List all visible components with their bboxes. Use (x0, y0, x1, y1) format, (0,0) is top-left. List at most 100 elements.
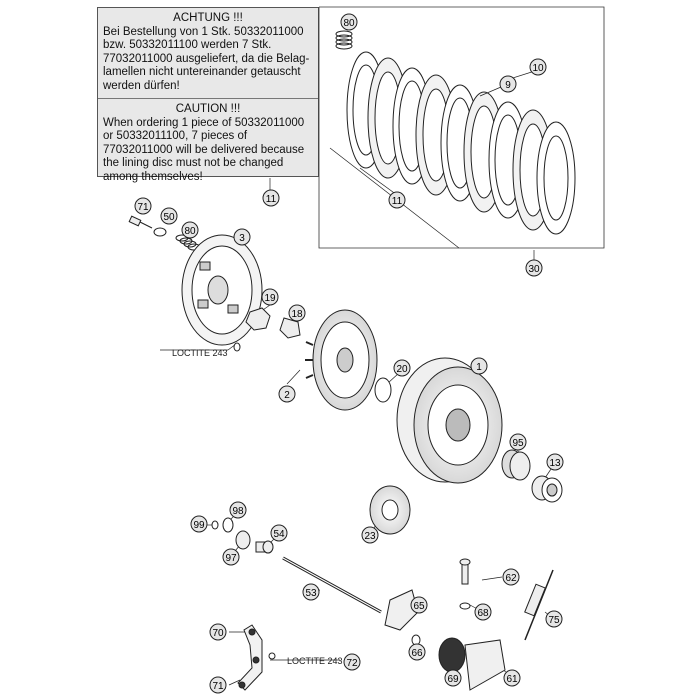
callout-50: 50 (160, 207, 178, 225)
callout-68: 68 (474, 603, 492, 621)
callout-20: 20 (393, 359, 411, 377)
clutch-pack-frame (318, 6, 605, 249)
svg-text:10: 10 (532, 63, 544, 74)
o-ring-72 (268, 652, 276, 660)
loctite-label-2: LOCTITE 243 (287, 656, 343, 666)
callout-30: 30 (525, 259, 543, 277)
callout-80-mid: 80 (181, 221, 199, 239)
caution-notice: ACHTUNG !!! Bei Bestellung von 1 Stk. 50… (97, 7, 319, 183)
callout-97: 97 (222, 548, 240, 566)
callout-2: 2 (278, 385, 296, 403)
callout-61: 61 (503, 669, 521, 687)
svg-text:61: 61 (506, 674, 518, 685)
notice-en-text: When ordering 1 piece of 50332011000 or … (103, 116, 305, 183)
svg-text:68: 68 (477, 608, 489, 619)
callout-71-bottom: 71 (209, 676, 227, 694)
washer-50 (153, 227, 167, 237)
slave-cylinder-61 (438, 637, 506, 691)
callout-69: 69 (444, 669, 462, 687)
callout-10: 10 (529, 58, 547, 76)
svg-text:72: 72 (346, 658, 358, 669)
push-rod-highlight (282, 557, 382, 613)
svg-text:30: 30 (528, 264, 540, 275)
svg-text:65: 65 (413, 601, 425, 612)
callout-9: 9 (499, 75, 517, 93)
callout-18: 18 (288, 304, 306, 322)
callout-98: 98 (229, 501, 247, 519)
svg-text:20: 20 (396, 364, 408, 375)
clutch-discs (346, 51, 576, 235)
bleed-syringe-75 (524, 569, 554, 641)
callout-80-top: 80 (340, 13, 358, 31)
callout-70: 70 (209, 623, 227, 641)
bolt-71 (128, 215, 153, 229)
svg-text:71: 71 (212, 681, 224, 692)
notice-de-title: ACHTUNG !!! (173, 12, 243, 24)
svg-text:18: 18 (291, 309, 303, 320)
svg-text:71: 71 (137, 202, 149, 213)
o-ring-68 (459, 602, 471, 610)
svg-text:13: 13 (549, 458, 561, 469)
svg-text:66: 66 (411, 648, 423, 659)
seal-66 (411, 634, 421, 646)
svg-text:75: 75 (548, 615, 560, 626)
inner-clutch-hub (305, 309, 378, 411)
callout-53: 53 (302, 583, 320, 601)
svg-text:62: 62 (505, 573, 517, 584)
svg-text:11: 11 (392, 196, 403, 207)
callout-23: 23 (361, 526, 379, 544)
pushrod-piece-54 (255, 540, 274, 554)
svg-text:19: 19 (264, 293, 276, 304)
callout-11-pack: 11 (388, 191, 406, 209)
callout-72: 72 (343, 653, 361, 671)
svg-text:3: 3 (239, 233, 245, 244)
notice-en-title: CAUTION !!! (175, 103, 241, 115)
svg-text:70: 70 (212, 628, 224, 639)
callout-11-box: 11 (262, 189, 280, 207)
svg-text:53: 53 (305, 588, 317, 599)
spring-top (335, 30, 353, 50)
bleeder-62 (459, 558, 471, 585)
callout-66: 66 (408, 643, 426, 661)
svg-text:80: 80 (184, 226, 196, 237)
bracket-70 (237, 624, 263, 691)
svg-text:54: 54 (273, 529, 285, 540)
svg-text:2: 2 (284, 390, 290, 401)
bracket-65 (384, 589, 419, 631)
svg-text:23: 23 (364, 531, 376, 542)
svg-text:98: 98 (232, 506, 244, 517)
svg-text:9: 9 (505, 80, 511, 91)
callout-95: 95 (509, 433, 527, 451)
callout-layer: 80 10 9 11 11 30 71 50 80 3 19 18 2 20 1… (134, 13, 564, 694)
washer-98 (222, 517, 234, 533)
svg-text:97: 97 (225, 553, 237, 564)
callout-71-top: 71 (134, 197, 152, 215)
callout-99: 99 (190, 515, 208, 533)
needle-bearing-95 (501, 449, 531, 481)
nut-19 (245, 307, 271, 331)
svg-text:95: 95 (512, 438, 524, 449)
notice-divider (98, 98, 318, 99)
svg-text:11: 11 (266, 194, 277, 205)
callout-65: 65 (410, 596, 428, 614)
svg-text:1: 1 (476, 362, 482, 373)
thrust-washer-20 (374, 377, 392, 403)
clutch-basket (396, 357, 503, 484)
washer-99 (211, 520, 219, 530)
svg-text:99: 99 (193, 520, 205, 531)
pressure-plate (181, 234, 263, 346)
svg-text:80: 80 (343, 18, 355, 29)
loctite-label-1: LOCTITE 243 (172, 348, 228, 358)
lock-washer (233, 342, 241, 352)
notice-de-text: Bei Bestellung von 1 Stk. 50332011000 bz… (103, 25, 310, 92)
callout-3: 3 (233, 228, 251, 246)
callout-54: 54 (270, 524, 288, 542)
gear-23 (369, 485, 411, 535)
callout-75: 75 (545, 610, 563, 628)
bearing-97 (235, 530, 251, 550)
bushing-13 (531, 475, 563, 503)
callout-62: 62 (502, 568, 520, 586)
callout-19: 19 (261, 288, 279, 306)
callout-13: 13 (546, 453, 564, 471)
